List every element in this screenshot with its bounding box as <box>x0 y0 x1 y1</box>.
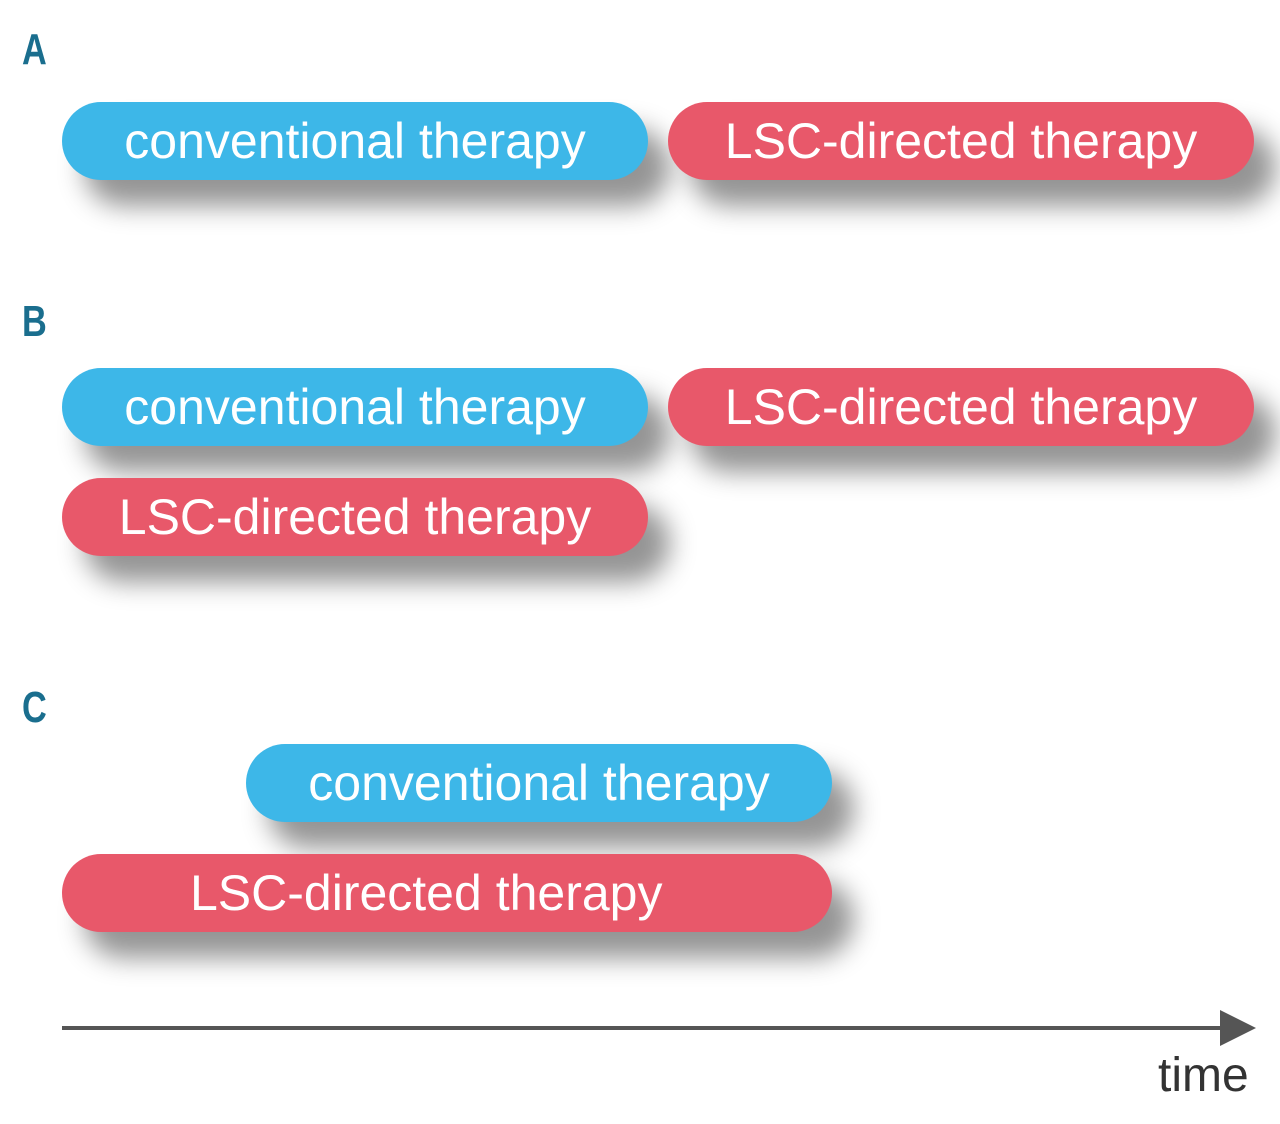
panel-label-c: C <box>22 683 47 732</box>
pill-label: LSC-directed therapy <box>118 489 592 545</box>
pill-label: conventional therapy <box>124 379 586 435</box>
pill-b-conventional-therapy: conventional therapy <box>62 368 648 446</box>
panel-label-b: B <box>22 297 47 346</box>
pill-b-lsc-directed-therapy-concurrent: LSC-directed therapy <box>62 478 648 556</box>
pill-label: conventional therapy <box>308 755 770 811</box>
pill-label: conventional therapy <box>124 113 586 169</box>
arrow-right-icon <box>1220 1010 1256 1046</box>
pill-b-lsc-directed-therapy-after: LSC-directed therapy <box>668 368 1254 446</box>
time-axis-label: time <box>1158 1049 1249 1102</box>
panel-label-a: A <box>22 25 47 74</box>
pill-label: LSC-directed therapy <box>724 113 1198 169</box>
pill-label: LSC-directed therapy <box>724 379 1198 435</box>
pill-label: LSC-directed therapy <box>190 865 663 921</box>
pill-c-conventional-therapy: conventional therapy <box>246 744 832 822</box>
pill-a-conventional-therapy: conventional therapy <box>62 102 648 180</box>
pill-c-lsc-directed-therapy: LSC-directed therapy <box>62 854 832 932</box>
pill-a-lsc-directed-therapy: LSC-directed therapy <box>668 102 1254 180</box>
